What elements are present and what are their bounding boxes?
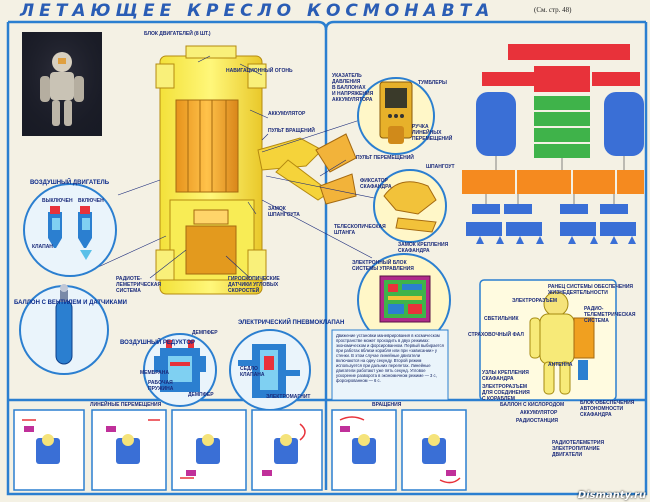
label-antenna: АНТЕННА	[548, 362, 573, 368]
system-block-diagram	[462, 44, 644, 244]
pressure-indicator-diagram	[357, 77, 435, 155]
air-reducer-diagram	[143, 333, 217, 407]
label-membrane: МЕМБРАНА	[140, 370, 169, 376]
label-electronic-unit: ЭЛЕКТРОННЫЙ БЛОК СИСТЕМЫ УПРАВЛЕНИЯ	[352, 260, 414, 272]
label-nav-light: НАВИГАЦИОННЫЙ ОГОНЬ	[226, 68, 293, 74]
label-safety-line: СТРАХОВОЧНЫЙ ФАЛ	[468, 332, 524, 338]
label-telescopic-rod: ТЕЛЕСКОПИЧЕСКАЯ ШТАНГА	[334, 224, 386, 236]
label-valve-seat: СЕДЛО КЛАПАНА	[240, 366, 265, 378]
label-electrorazem: ЭЛЕКТРОРАЗЪЕМ	[512, 298, 558, 304]
label-suit-panel: РАНЕЦ СИСТЕМЫ ОБЕСПЕЧЕНИЯ ЖИЗНЕДЕЯТЕЛЬНО…	[548, 284, 634, 296]
label-linear-moves: ЛИНЕЙНЫЕ ПЕРЕМЕЩЕНИЯ	[90, 402, 162, 408]
label-autonomy-block: БЛОК ОБЕСПЕЧЕНИЯ АВТОНОМНОСТИ СКАФАНДРА	[580, 400, 635, 418]
electronic-unit-diagram	[357, 253, 451, 347]
label-on: ВКЛЮЧЕН	[78, 198, 104, 204]
flying-chair-illustration	[155, 45, 357, 295]
label-radio-telemetry: РАДИОТЕ- ЛЕМЕТРИЧЕСКАЯ СИСТЕМА	[116, 276, 162, 294]
cosmonaut-photo	[22, 32, 102, 136]
label-radiostation: РАДИОСТАНЦИЯ	[516, 418, 559, 424]
page-reference: (См. стр. 48)	[534, 6, 572, 14]
label-radio-tele-2: РАДИО- ТЕЛЕМЕТРИЧЕСКАЯ СИСТЕМА	[584, 306, 636, 324]
label-frame: ШПАНГОУТ	[426, 164, 455, 170]
label-linear-handle: РУЧКА ЛИНЕЙНЫХ ПЕРЕМЕЩЕНИЙ	[412, 124, 453, 142]
label-valve: КЛАПАН	[32, 244, 53, 250]
spacesuit-illustration	[479, 279, 617, 401]
label-working-spring: РАБОЧАЯ ПРУЖИНА	[148, 380, 174, 392]
label-oxygen-cylinder: БАЛЛОН С КИСЛОРОДОМ	[500, 402, 565, 408]
label-rotations: ВРАЩЕНИЯ	[372, 402, 402, 408]
pneumo-valve-diagram	[229, 329, 311, 411]
cylinder-diagram	[19, 284, 109, 375]
label-battery-2: АККУМУЛЯТОР	[520, 410, 558, 416]
label-toggles: ТУМБЛЕРЫ	[418, 80, 447, 86]
label-battery: АККУМУЛЯТОР	[268, 111, 306, 117]
label-fastening-nodes: УЗЛЫ КРЕПЛЕНИЯ СКАФАНДРА	[482, 370, 529, 382]
label-frame-lock: ЗАМОК ШПАНГОУТА	[268, 206, 300, 218]
label-suit-latch: ФИКСАТОР СКАФАНДРА	[360, 178, 392, 190]
label-electrorazem-2: ЭЛЕКТРОРАЗЪЕМ ДЛЯ СОЕДИНЕНИЯ С КОРАБЛЕМ	[482, 384, 530, 402]
air-engine-diagram	[23, 183, 117, 277]
label-engine-block: БЛОК ДВИГАТЕЛЕЙ (8 ШТ.)	[144, 31, 211, 37]
label-damper: ДЕМПФЕР	[192, 330, 218, 336]
description-text: Движение установки маневрирования в косм…	[336, 333, 444, 383]
frame-diagram	[373, 169, 447, 243]
watermark: Dismanty.ru	[577, 490, 646, 501]
label-gyro-sensors: ГИРОСКОПИЧЕСКИЕ ДАТЧИКИ УГЛОВЫХ СКОРОСТЕ…	[228, 276, 280, 294]
label-off: ВЫКЛЮЧЕН	[42, 198, 73, 204]
label-cylinder: БАЛЛОН С ВЕНТИЛЕМ И ДАТЧИКАМИ	[14, 300, 127, 306]
label-pneumo-valve: ЭЛЕКТРИЧЕСКИЙ ПНЕВМОКЛАПАН	[238, 320, 345, 326]
label-lamp: СВЕТИЛЬНИК	[484, 316, 519, 322]
page-title: ЛЕТАЮЩЕЕ КРЕСЛО КОСМОНАВТА	[20, 1, 495, 21]
label-air-engine: ВОЗДУШНЫЙ ДВИГАТЕЛЬ	[30, 180, 110, 186]
label-fastening-lock: ЗАМОК КРЕПЛЕНИЯ СКАФАНДРА	[398, 242, 449, 254]
label-rotation-panel: ПУЛЬТ ВРАЩЕНИЙ	[268, 128, 315, 134]
label-damper-2: ДЕМПФЕР	[188, 392, 214, 398]
label-move-panel: ПУЛЬТ ПЕРЕМЕЩЕНИЙ	[356, 155, 414, 161]
label-pressure-indicator: УКАЗАТЕЛЬ ДАВЛЕНИЯ В БАЛЛОНАХ И НАПРЯЖЕН…	[332, 73, 374, 103]
label-air-reducer: ВОЗДУШНЫЙ РЕДУКТОР	[120, 340, 195, 346]
movement-diagrams	[13, 409, 467, 491]
label-radiotele-engine: РАДИОТЕЛЕМЕТРИЯ ЭЛЕКТРОПИТАНИЕ ДВИГАТЕЛИ	[552, 440, 605, 458]
label-electromagnet: ЭЛЕКТРОМАГНИТ	[266, 394, 311, 400]
